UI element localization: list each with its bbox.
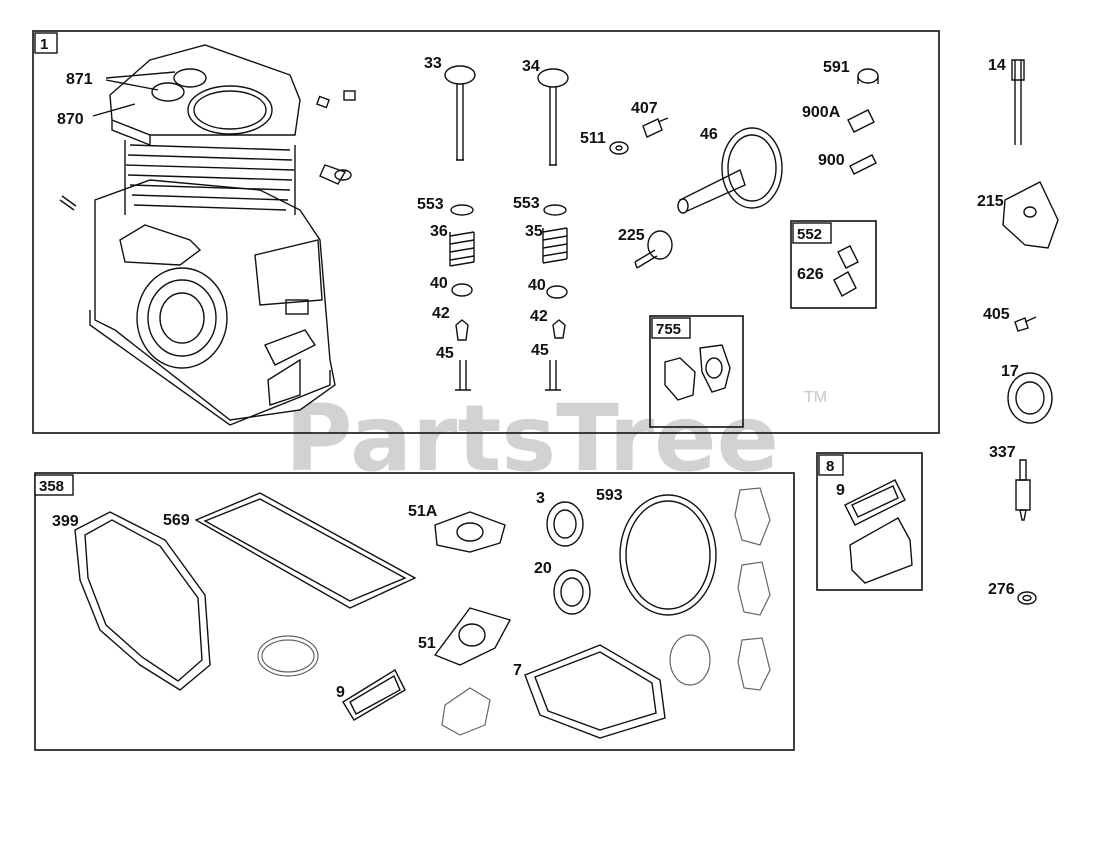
callout-9-gasket-set[interactable]: 9 — [336, 684, 345, 701]
group-label-1[interactable]: 1 — [40, 36, 48, 53]
gasket-51-drawing[interactable] — [433, 607, 512, 666]
gasket-51a-drawing[interactable] — [434, 511, 506, 553]
callout-591[interactable]: 591 — [823, 59, 850, 76]
bushing-591-drawing[interactable] — [857, 68, 879, 84]
callout-45-left[interactable]: 45 — [436, 345, 454, 362]
screw-405-drawing[interactable] — [1014, 316, 1037, 332]
callout-553-right[interactable]: 553 — [513, 195, 540, 212]
callout-42-right[interactable]: 42 — [530, 308, 548, 325]
callout-276[interactable]: 276 — [988, 581, 1015, 598]
callout-20[interactable]: 20 — [534, 560, 552, 577]
callout-405[interactable]: 405 — [983, 306, 1010, 323]
callout-569[interactable]: 569 — [163, 512, 190, 529]
callout-870[interactable]: 870 — [57, 111, 84, 128]
callout-593[interactable]: 593 — [596, 487, 623, 504]
leader-lines — [92, 71, 176, 117]
sleeve-900a-drawing[interactable] — [847, 109, 875, 133]
gasket-ring-drawing[interactable] — [257, 635, 319, 677]
callout-3[interactable]: 3 — [536, 490, 545, 507]
callout-9-box8[interactable]: 9 — [836, 482, 845, 499]
callout-51a[interactable]: 51A — [408, 503, 438, 520]
callout-17[interactable]: 17 — [1001, 363, 1019, 380]
callout-900[interactable]: 900 — [818, 152, 845, 169]
bracket-215-drawing[interactable] — [1002, 181, 1059, 249]
group-tab-1 — [34, 32, 58, 54]
callout-40-left[interactable]: 40 — [430, 275, 448, 292]
callout-45-right[interactable]: 45 — [531, 342, 549, 359]
watermark-trademark: TM — [804, 389, 827, 406]
watermark: PartsTree — [285, 385, 779, 492]
gasket-399-drawing[interactable] — [74, 511, 211, 691]
group-tab-552 — [792, 222, 832, 244]
stud-14-drawing[interactable] — [1011, 59, 1025, 145]
callout-626[interactable]: 626 — [797, 266, 824, 283]
seal-3-drawing[interactable] — [546, 501, 584, 547]
group-frame-358 — [34, 472, 795, 751]
callout-35[interactable]: 35 — [525, 223, 543, 240]
cylinder-block-drawing[interactable] — [59, 44, 356, 426]
callout-337[interactable]: 337 — [989, 444, 1016, 461]
callout-46[interactable]: 46 — [700, 126, 718, 143]
callout-215[interactable]: 215 — [977, 193, 1004, 210]
gasket-593-drawing[interactable] — [619, 494, 717, 616]
callout-33[interactable]: 33 — [424, 55, 442, 72]
seal-17-drawing[interactable] — [1007, 372, 1053, 424]
callout-399[interactable]: 399 — [52, 513, 79, 530]
part-552-contents-drawing[interactable] — [833, 245, 859, 297]
gasket-kit-755-drawing[interactable] — [664, 344, 731, 401]
group-frame-755 — [649, 315, 744, 428]
group-label-358[interactable]: 358 — [39, 478, 64, 495]
callout-40-right[interactable]: 40 — [528, 277, 546, 294]
callout-34[interactable]: 34 — [522, 58, 540, 75]
group-tab-8 — [818, 454, 844, 476]
group-frame-552 — [790, 220, 877, 309]
callout-225[interactable]: 225 — [618, 227, 645, 244]
callout-553-left[interactable]: 553 — [417, 196, 444, 213]
callout-labels: 871 870 33 34 407 511 46 591 900A 900 55… — [52, 55, 1019, 701]
group-label-755[interactable]: 755 — [656, 321, 681, 338]
callout-36[interactable]: 36 — [430, 223, 448, 240]
valve-spring-retainers-drawing[interactable] — [449, 204, 568, 391]
seal-20-drawing[interactable] — [553, 569, 591, 615]
callout-407[interactable]: 407 — [631, 100, 658, 117]
group-label-8[interactable]: 8 — [826, 458, 834, 475]
part-8-contents-drawing[interactable] — [844, 479, 913, 584]
callout-900a[interactable]: 900A — [802, 104, 841, 121]
spark-plug-337-drawing[interactable] — [1015, 459, 1031, 521]
washer-511-drawing[interactable] — [609, 141, 629, 155]
gasket-7-drawing[interactable] — [524, 644, 666, 739]
group-frame-1 — [32, 30, 940, 434]
callout-51[interactable]: 51 — [418, 635, 436, 652]
callout-871[interactable]: 871 — [66, 71, 93, 88]
valve-33-drawing[interactable] — [444, 65, 476, 161]
gasket-569-drawing[interactable] — [194, 492, 417, 609]
group-tab-358 — [34, 474, 74, 496]
callout-14[interactable]: 14 — [988, 57, 1006, 74]
gasket-grey-set-drawing[interactable] — [441, 487, 771, 736]
camshaft-46-drawing[interactable] — [677, 127, 783, 214]
washer-276-drawing[interactable] — [1017, 591, 1037, 605]
part-225-drawing[interactable] — [634, 230, 673, 269]
callout-7[interactable]: 7 — [513, 662, 522, 679]
group-tab-755 — [651, 317, 691, 339]
gasket-9-drawing[interactable] — [342, 669, 406, 721]
sleeve-900-drawing[interactable] — [849, 154, 877, 175]
bolt-407-drawing[interactable] — [642, 117, 669, 138]
callout-511[interactable]: 511 — [580, 130, 606, 147]
group-label-552[interactable]: 552 — [797, 226, 822, 243]
group-frame-8 — [816, 452, 923, 591]
callout-42-left[interactable]: 42 — [432, 305, 450, 322]
valve-34-drawing[interactable] — [537, 68, 569, 166]
